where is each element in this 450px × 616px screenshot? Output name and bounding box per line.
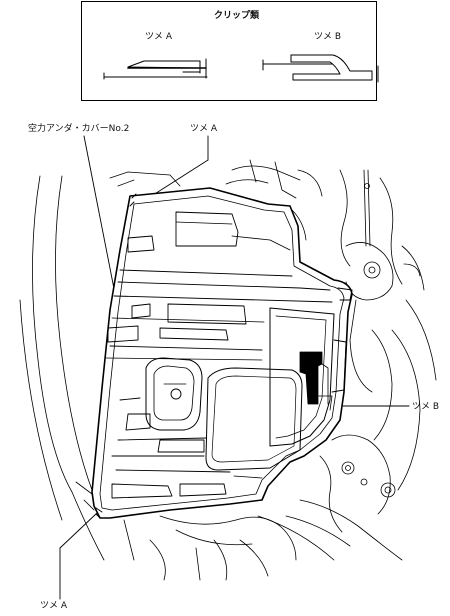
legend-clip-b-label: ツメ B xyxy=(314,32,342,42)
legend-title: クリップ類 xyxy=(214,11,260,21)
clip-legend-box xyxy=(81,1,377,101)
legend-clip-a-label: ツメ A xyxy=(145,32,173,42)
clip-a-illustration xyxy=(103,58,208,80)
panel-outline xyxy=(91,187,353,519)
right-claw-label: ツメ B xyxy=(412,402,440,412)
part-name-label: 空力アンダ・カバーNo.2 xyxy=(28,124,130,134)
clip-b-bracket xyxy=(299,351,323,405)
bottom-claw-label: ツメ A xyxy=(40,601,68,611)
panel-inner-rim xyxy=(99,195,345,511)
vehicle-structure xyxy=(19,159,437,581)
aero-undercover-panel xyxy=(91,187,353,519)
clip-b-illustration xyxy=(262,54,379,83)
top-claw-label: ツメ A xyxy=(190,124,218,134)
